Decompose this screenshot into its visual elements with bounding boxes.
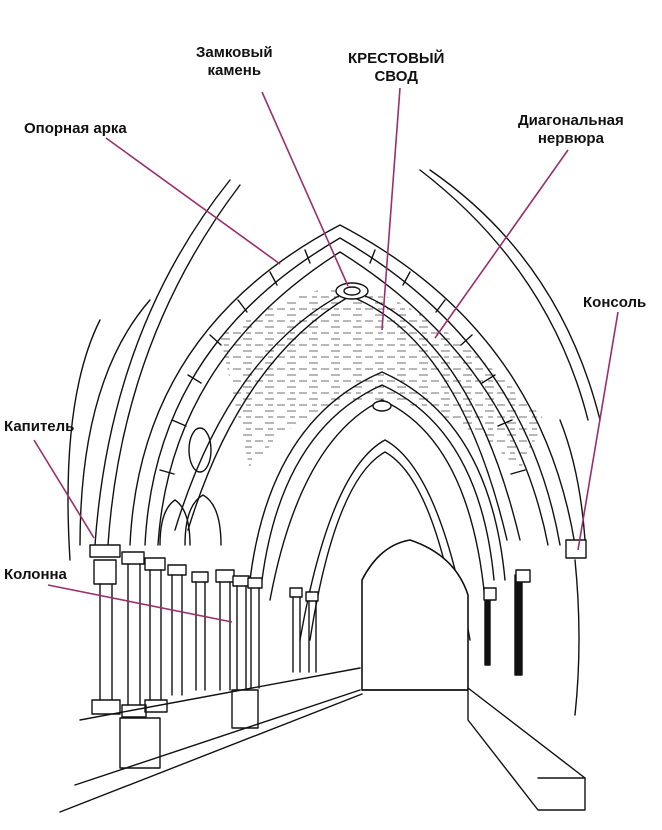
leader-cross-vault <box>381 87 401 331</box>
corbel-shape <box>565 539 587 559</box>
leader-keystone <box>261 91 349 287</box>
leader-capital <box>33 439 95 539</box>
second-arch-inner <box>261 384 495 581</box>
front-arch-mid <box>144 237 561 546</box>
diagonal-rib-right-2 <box>349 295 508 541</box>
column-group-left <box>89 544 319 718</box>
leader-support-arch <box>105 137 281 265</box>
floor-bench <box>467 687 586 811</box>
leader-diagonal-rib <box>434 149 569 339</box>
label-keystone: Замковый камень <box>196 44 273 79</box>
diagonal-rib-left <box>174 289 351 531</box>
second-arch-outer <box>249 371 506 581</box>
label-support-arch: Опорная арка <box>24 120 127 137</box>
leader-column <box>47 584 233 623</box>
front-arch-outer <box>129 224 576 546</box>
keystone-boss <box>335 282 369 300</box>
label-column: Колонна <box>4 566 67 583</box>
label-diagonal-rib: Диагональная нервюра <box>518 112 624 147</box>
label-cross-vault: КРЕСТОВЫЙ СВОД <box>348 50 445 85</box>
diagonal-rib-left-2 <box>187 295 351 531</box>
label-capital: Капитель <box>4 418 75 435</box>
diagonal-rib-right <box>349 289 521 541</box>
label-corbel: Консоль <box>583 294 647 311</box>
leader-corbel <box>577 311 619 551</box>
far-doorway <box>361 539 469 691</box>
front-arch-inner <box>157 251 549 546</box>
